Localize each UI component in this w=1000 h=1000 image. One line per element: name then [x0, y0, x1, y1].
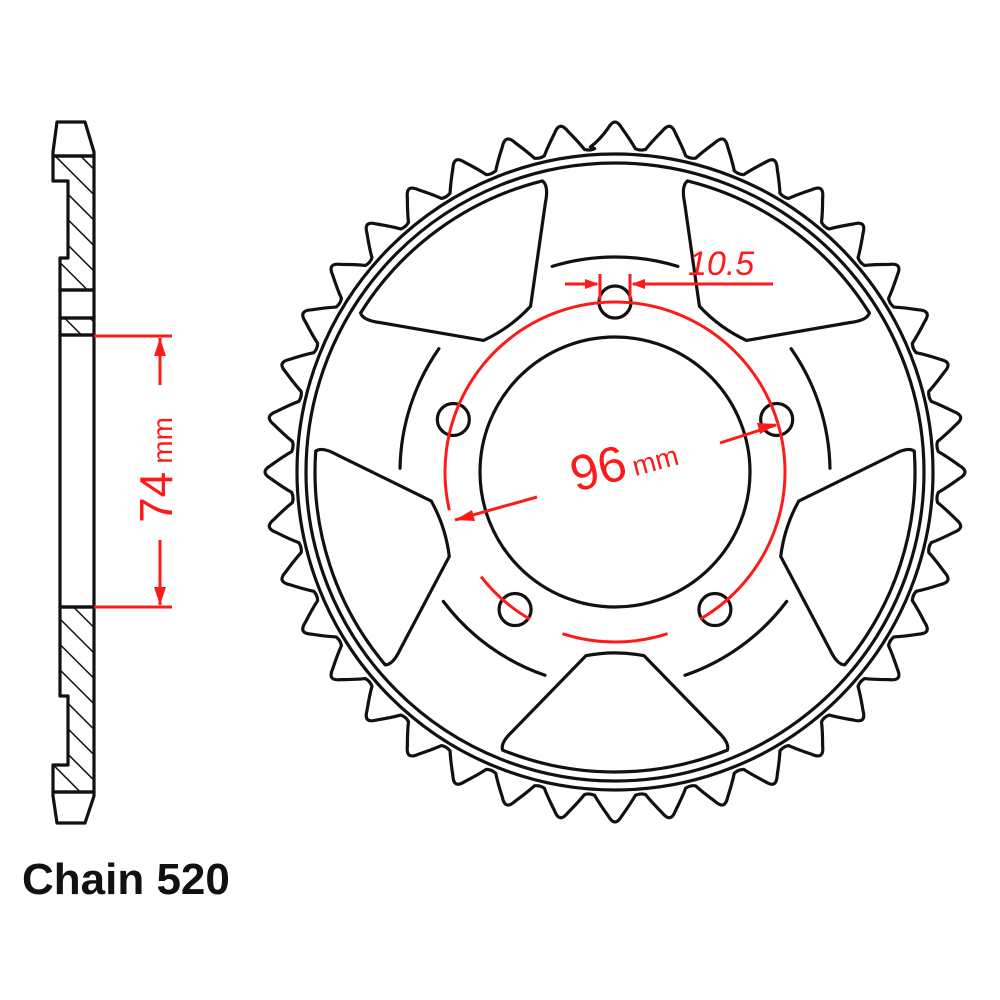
- bolt-hole-value: 10.5: [688, 245, 754, 283]
- lightening-cutouts: [313, 179, 917, 774]
- bolt-hole-dimension: 10.5: [565, 245, 773, 300]
- profile-upper-hatch: [51, 154, 96, 292]
- profile-bottom-tooth: [51, 790, 96, 825]
- cutout-window: [779, 447, 917, 667]
- profile-lower-hatch: [51, 605, 96, 794]
- hub-arc: [683, 599, 789, 677]
- profile-bore: [58, 333, 96, 609]
- bolt-hole: [497, 591, 533, 628]
- pcd-arc: [479, 575, 531, 621]
- arrow-left-small-icon: [631, 279, 645, 289]
- offset-dimension: 74 mm: [94, 334, 182, 609]
- pcd-dimension: 96mm: [454, 421, 777, 522]
- cutout-window: [358, 179, 549, 343]
- offset-unit: mm: [147, 417, 178, 464]
- pcd-arc: [562, 632, 668, 644]
- hub-arc: [398, 347, 441, 470]
- inner-ring-line: [304, 161, 926, 783]
- svg-text:74mm: 74 mm: [130, 417, 182, 523]
- arrow-up-icon: [154, 338, 166, 356]
- profile-bolt-hole-band: [58, 288, 96, 320]
- side-profile-view: [51, 120, 96, 825]
- outer-ring-line: [295, 152, 935, 792]
- offset-value: 74: [130, 472, 182, 523]
- chain-label: Chain 520: [22, 855, 230, 904]
- bolt-hole: [435, 401, 471, 438]
- pcd-value: 96: [564, 434, 632, 502]
- pitch-circle-diameter: [443, 300, 787, 644]
- hub-arc: [789, 347, 832, 470]
- hub-arc: [441, 599, 547, 677]
- cutout-window: [313, 447, 451, 667]
- svg-text:96mm: 96mm: [564, 421, 683, 503]
- arrow-left-icon: [455, 510, 475, 521]
- hub-ring-arcs: [398, 255, 832, 677]
- center-bore: [478, 335, 752, 609]
- bolt-holes: [435, 284, 795, 628]
- pcd-unit: mm: [629, 440, 682, 482]
- profile-top-tooth: [51, 120, 96, 158]
- cutout-window: [500, 651, 730, 774]
- arrow-down-icon: [154, 587, 166, 605]
- pcd-arc: [443, 300, 787, 621]
- cutout-window: [681, 179, 872, 343]
- hub-arc: [550, 255, 680, 268]
- sprocket-teeth: [263, 120, 967, 824]
- bolt-hole: [759, 401, 795, 438]
- profile-hatch-band: [58, 316, 96, 337]
- arrow-right-icon: [757, 423, 777, 434]
- sprocket-front-view: [263, 120, 967, 824]
- arrow-right-small-icon: [585, 279, 599, 289]
- bolt-hole: [697, 591, 733, 628]
